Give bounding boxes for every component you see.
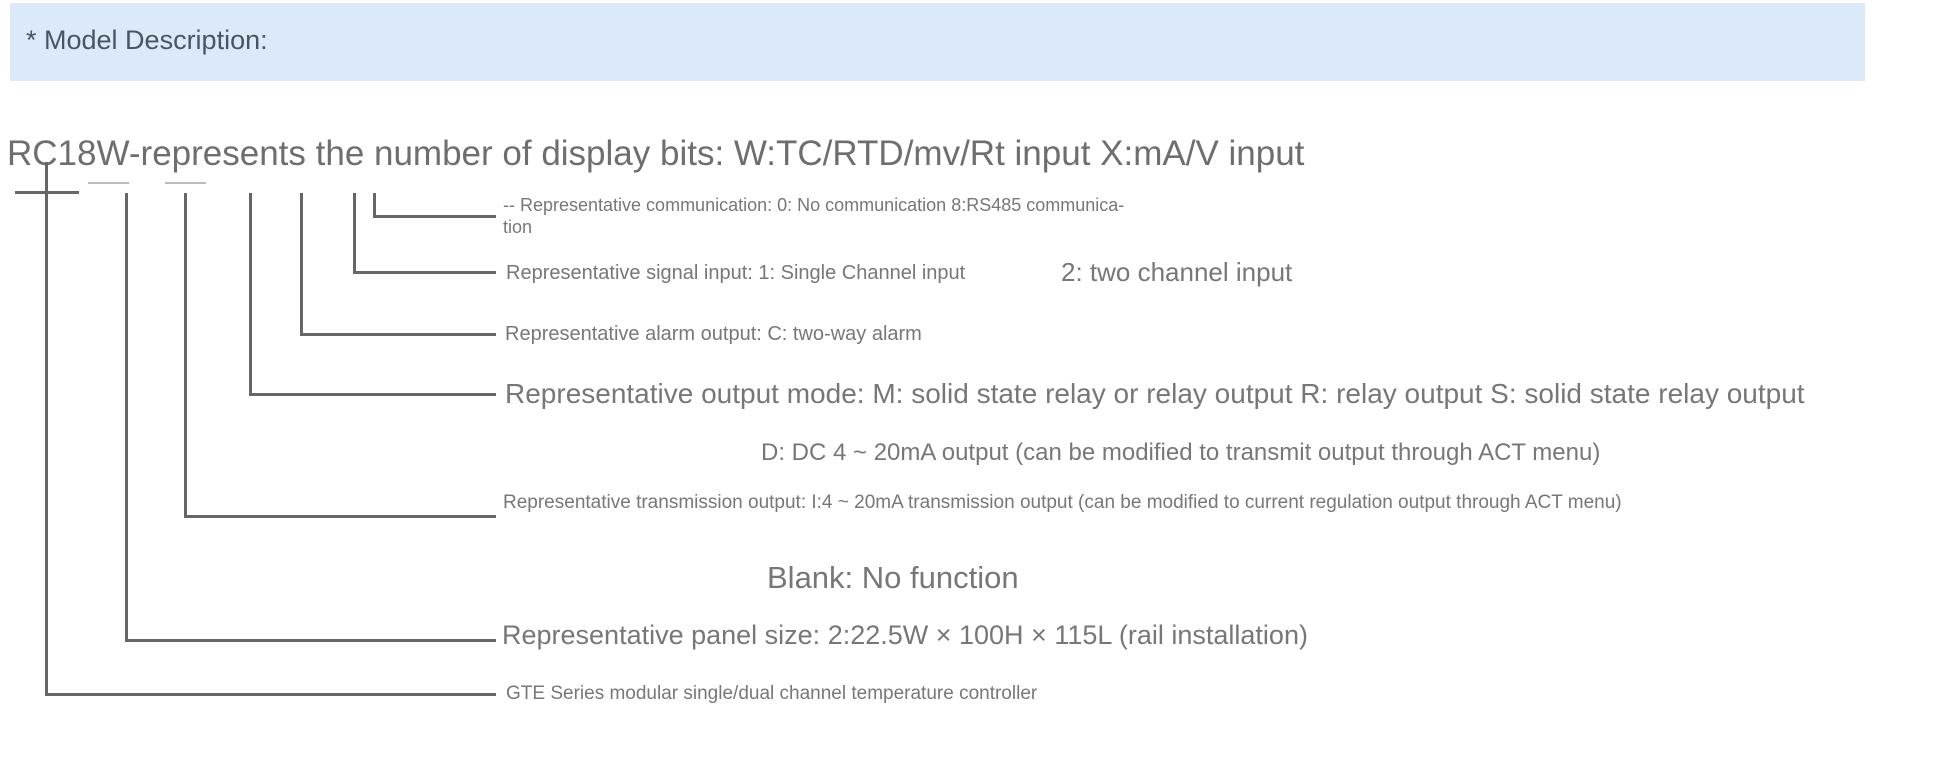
desc-blank: Blank: No function	[767, 560, 1019, 595]
connector-transmission-h	[184, 515, 496, 518]
connector-signal-h	[353, 271, 496, 274]
desc-communication: -- Representative communication: 0: No c…	[503, 195, 1125, 237]
connector-panel-h	[125, 639, 496, 642]
connector-signal	[353, 193, 356, 274]
connector-output-h	[249, 393, 496, 396]
desc-alarm-output: Representative alarm output: C: two-way …	[505, 323, 922, 345]
desc-signal-input-2: 2: two channel input	[1061, 257, 1293, 287]
desc-transmission: Representative transmission output: I:4 …	[503, 492, 1622, 513]
connector-transmission	[184, 193, 187, 518]
connector-comm-h	[373, 215, 496, 218]
desc-signal-input: Representative signal input: 1: Single C…	[506, 262, 966, 284]
section-header: * Model Description:	[10, 3, 1865, 81]
desc-series: GTE Series modular single/dual channel t…	[506, 683, 1038, 704]
connector-panel	[125, 193, 128, 642]
connector-series	[45, 162, 48, 695]
model-code-line: RC18W-represents the number of display b…	[7, 134, 1305, 173]
connector-alarm-h	[300, 333, 496, 336]
connector-comm	[373, 193, 376, 218]
section-title: * Model Description:	[26, 25, 268, 55]
connector-alarm	[300, 193, 303, 336]
desc-output-mode-d: D: DC 4 ~ 20mA output (can be modified t…	[761, 439, 1601, 466]
underline-mark	[88, 182, 129, 184]
connector-series-h	[45, 693, 496, 696]
desc-output-mode: Representative output mode: M: solid sta…	[505, 378, 1805, 409]
connector-output	[249, 193, 252, 396]
desc-panel-size: Representative panel size: 2:22.5W × 100…	[502, 620, 1308, 650]
underline-mark	[165, 182, 206, 184]
